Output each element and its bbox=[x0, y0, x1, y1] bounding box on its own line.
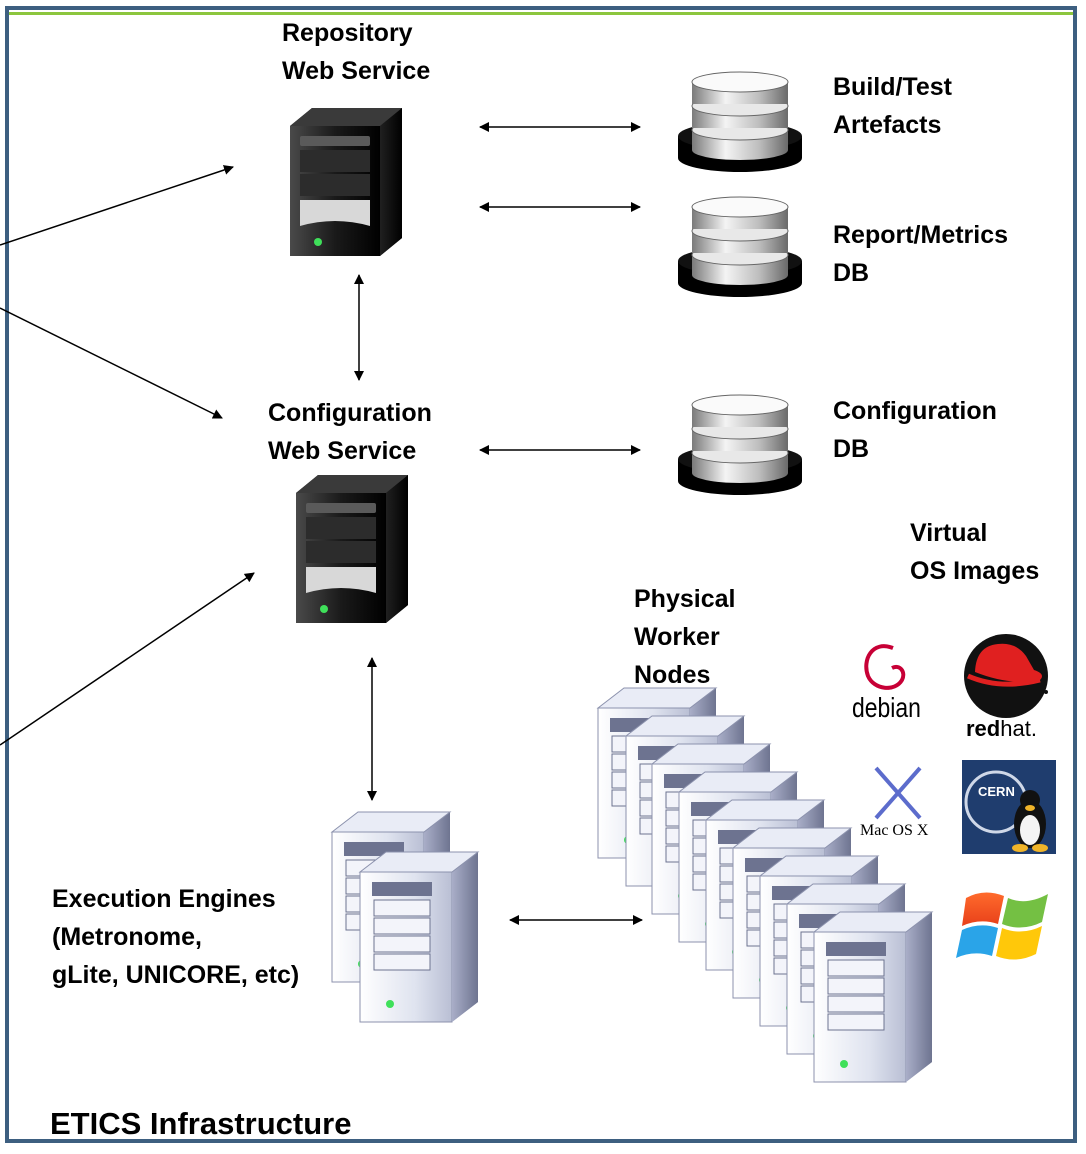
virtual-os-label: Virtual OS Images bbox=[910, 514, 1039, 590]
report-metrics-db-icon bbox=[677, 196, 803, 298]
top-accent-line bbox=[9, 12, 1077, 15]
configuration-db-label-line1: Configuration bbox=[833, 397, 997, 425]
build-test-label-line2: Artefacts bbox=[833, 111, 942, 139]
redhat-logo-text-bold: red bbox=[966, 716, 1001, 741]
report-metrics-label-line2: DB bbox=[833, 259, 870, 287]
windows-logo-icon bbox=[956, 892, 1048, 960]
debian-logo-text: debian bbox=[852, 692, 921, 723]
physical-worker-label: Physical Worker Nodes bbox=[634, 580, 735, 694]
debian-logo-icon bbox=[864, 644, 906, 690]
repository-label: Repository Web Service bbox=[282, 14, 430, 90]
incoming-arrow-configuration-lower bbox=[0, 572, 255, 746]
configuration-ws-label-line1: Configuration bbox=[268, 399, 432, 427]
repository-label-line1: Repository bbox=[282, 19, 413, 47]
configuration-db-label-line2: DB bbox=[833, 435, 870, 463]
virtual-os-label-line2: OS Images bbox=[910, 557, 1040, 585]
execution-engines-label-line3: gLite, UNICORE, etc) bbox=[52, 961, 300, 989]
diagram-frame bbox=[5, 6, 1077, 1143]
build-test-db-icon bbox=[677, 71, 803, 173]
repository-server-icon bbox=[290, 108, 402, 256]
cern-logo-text: CERN bbox=[978, 784, 1015, 799]
diagram-title: ETICS Infrastructure bbox=[50, 1106, 352, 1141]
virtual-os-label-line1: Virtual bbox=[910, 519, 988, 547]
mac-os-x-logo-icon bbox=[874, 766, 922, 820]
redhat-logo-icon bbox=[964, 634, 1048, 718]
physical-worker-label-line1: Physical bbox=[634, 585, 736, 613]
execution-engines-label: Execution Engines (Metronome, gLite, UNI… bbox=[52, 880, 299, 994]
execution-engine-server-icon-front bbox=[359, 851, 479, 1023]
execution-engines-label-line1: Execution Engines bbox=[52, 885, 276, 913]
redhat-logo-text: redhat. bbox=[966, 716, 1037, 742]
cern-linux-logo-icon bbox=[962, 760, 1056, 854]
configuration-db-label: Configuration DB bbox=[833, 392, 997, 468]
build-test-label-line1: Build/Test bbox=[833, 73, 952, 101]
configuration-ws-label-line2: Web Service bbox=[268, 437, 417, 465]
execution-engines-label-line2: (Metronome, bbox=[52, 923, 202, 951]
mac-os-x-logo-text: Mac OS X bbox=[860, 822, 929, 839]
report-metrics-label: Report/Metrics DB bbox=[833, 216, 1008, 292]
report-metrics-label-line1: Report/Metrics bbox=[833, 221, 1009, 249]
configuration-db-icon bbox=[677, 394, 803, 496]
build-test-label: Build/Test Artefacts bbox=[833, 68, 952, 144]
configuration-server-icon bbox=[296, 475, 408, 623]
incoming-arrow-repository bbox=[0, 165, 234, 246]
configuration-ws-label: Configuration Web Service bbox=[268, 394, 432, 470]
repository-label-line2: Web Service bbox=[282, 57, 431, 85]
redhat-logo-text-rest: hat. bbox=[1000, 716, 1037, 741]
worker-nodes-stack-icon bbox=[597, 687, 933, 1083]
incoming-arrow-configuration bbox=[0, 307, 223, 419]
physical-worker-label-line2: Worker bbox=[634, 623, 720, 651]
physical-worker-label-line3: Nodes bbox=[634, 661, 711, 689]
